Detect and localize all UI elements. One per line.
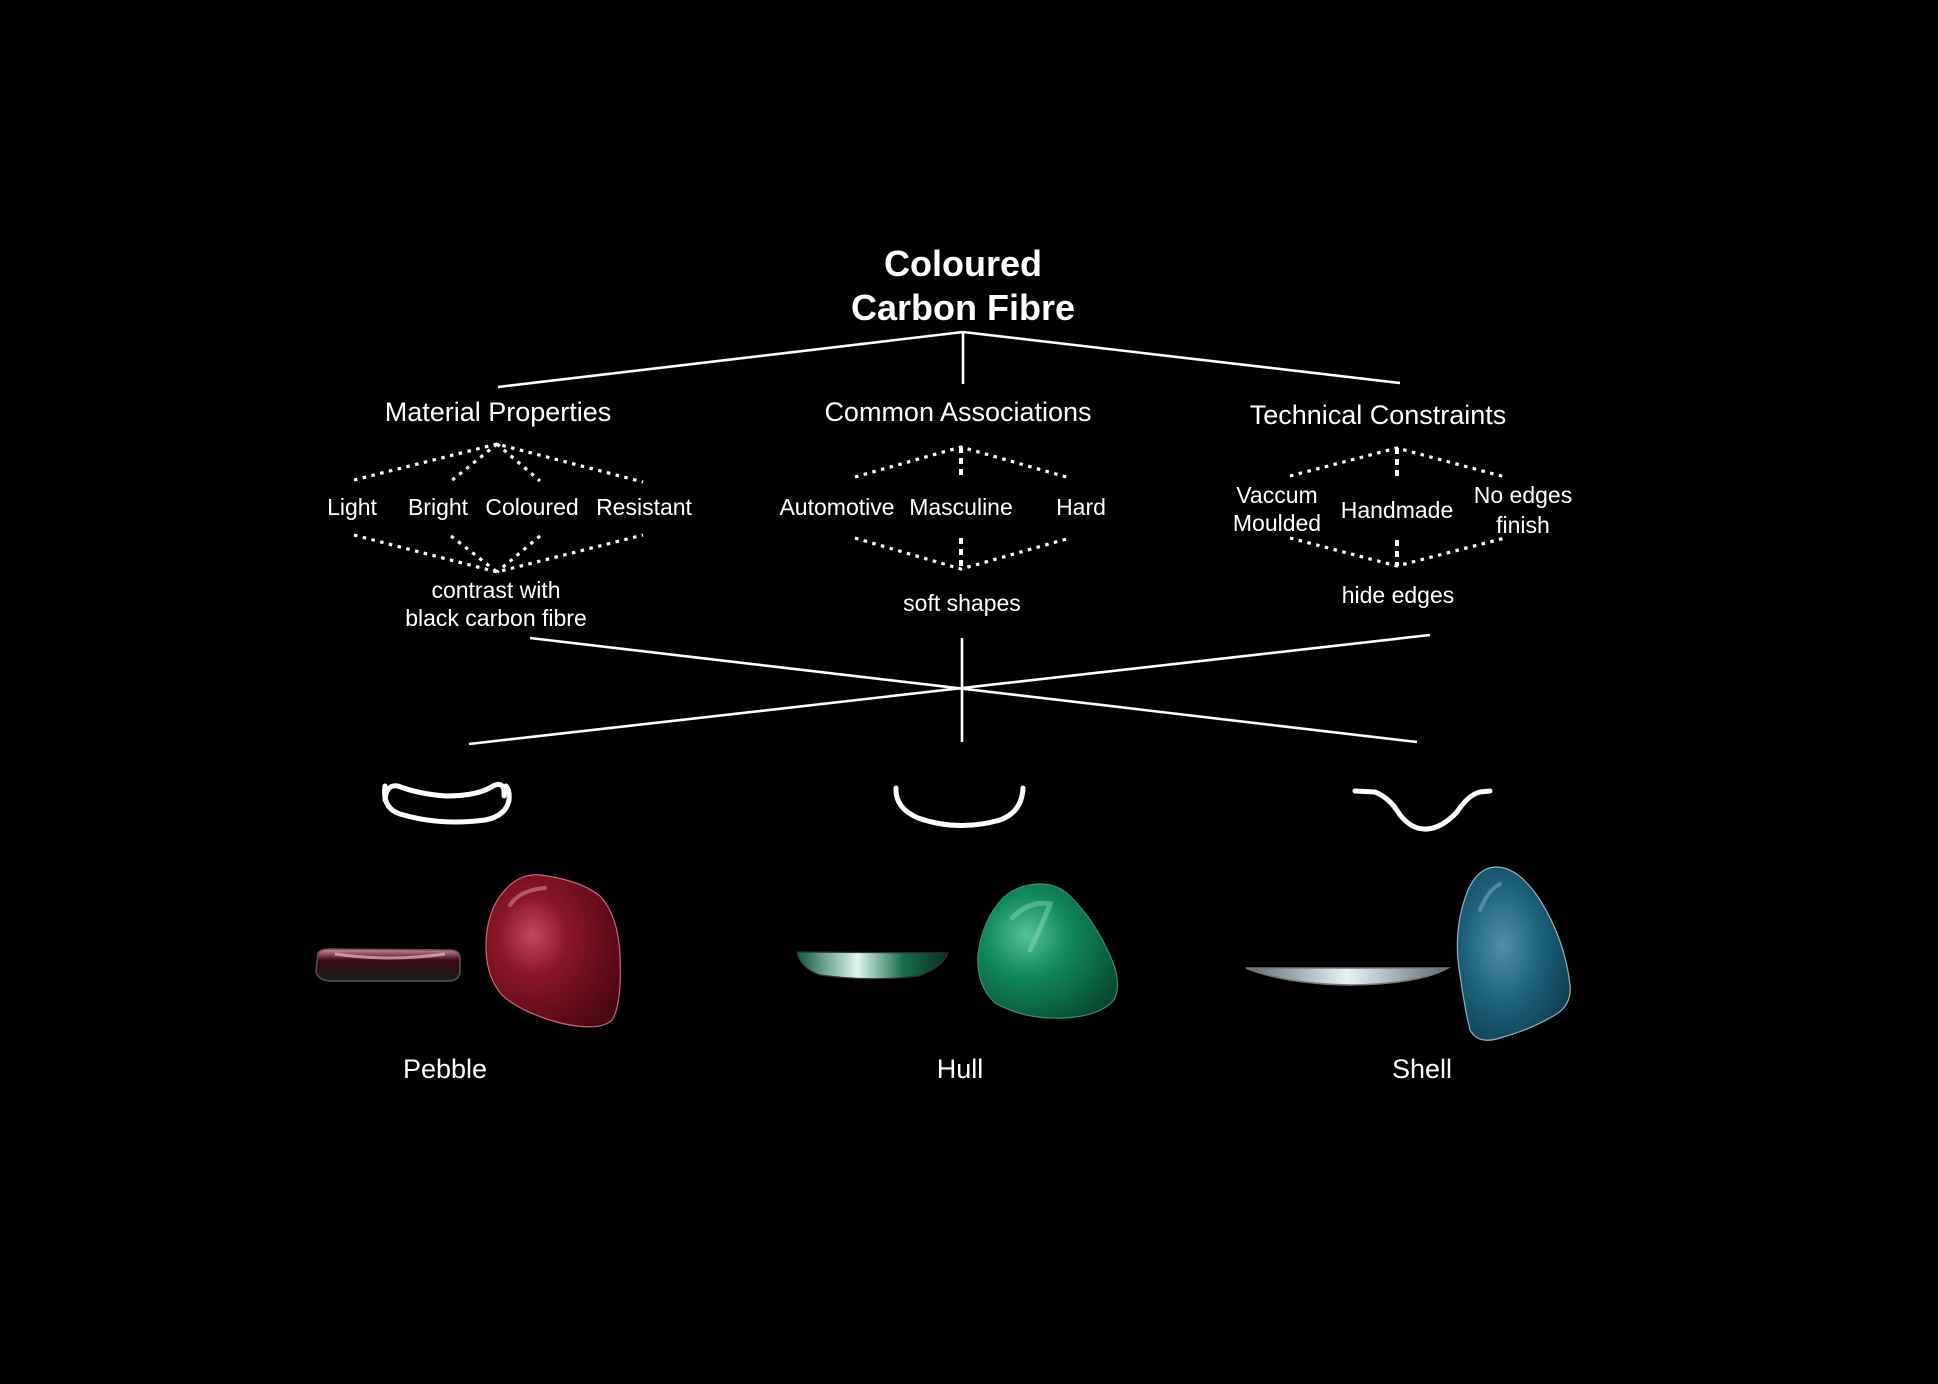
crossing-connectors (468, 633, 1431, 746)
outcome-hide-edges: hide edges (1342, 582, 1455, 608)
heading-material-properties: Material Properties (385, 397, 612, 427)
leaf-automotive: Automotive (779, 494, 894, 520)
product-pebble-top-view (485, 874, 621, 1028)
leaf-masculine: Masculine (909, 494, 1013, 520)
connector-cross-2 (468, 633, 1431, 746)
product-name-pebble: Pebble (403, 1054, 487, 1084)
leaf-light: Light (327, 494, 377, 520)
leaf-coloured: Coloured (485, 494, 578, 520)
title-connectors (497, 330, 1401, 389)
product-name-shell: Shell (1392, 1054, 1452, 1084)
dotted-fan-bottom (854, 536, 1071, 571)
leaf-bright: Bright (408, 494, 469, 520)
connector-material (497, 330, 964, 389)
product-pebble-side-view (315, 948, 461, 982)
leaf-resistant: Resistant (596, 494, 692, 520)
branch-technical-constraints: Technical Constraints Vaccum Moulded Han… (1233, 400, 1572, 608)
leaf-vaccum-line2: Moulded (1233, 510, 1321, 536)
leaf-no-edges-line2: finish (1496, 512, 1550, 538)
dotted-fan-bottom (353, 533, 644, 574)
connector-cross-1 (529, 636, 1418, 744)
product-shell-top-view (1456, 866, 1571, 1041)
product-hull-top-view (977, 883, 1119, 1019)
heading-technical-constraints: Technical Constraints (1250, 400, 1507, 430)
branch-common-associations: Common Associations Automotive Masculine… (779, 397, 1105, 616)
leaf-hard: Hard (1056, 494, 1106, 520)
dotted-link (450, 534, 498, 574)
product-name-hull: Hull (937, 1054, 984, 1084)
profile-shell (1352, 788, 1493, 832)
product-hull-side-view (796, 951, 949, 980)
profile-pebble (382, 781, 512, 825)
dotted-link (449, 442, 499, 483)
diagram-title-line2: Carbon Fibre (851, 287, 1075, 328)
leaf-no-edges-line1: No edges (1474, 482, 1572, 508)
profile-hull (893, 785, 1026, 828)
dotted-link (495, 442, 542, 483)
dotted-link (495, 534, 542, 574)
heading-common-associations: Common Associations (824, 397, 1091, 427)
product-shell-side-view (1245, 967, 1451, 986)
outcome-line1: contrast with (431, 577, 560, 603)
connector-technical (962, 330, 1401, 385)
branch-material-properties: Material Properties Light Bright Coloure… (327, 397, 692, 631)
leaf-handmade: Handmade (1341, 497, 1454, 523)
dotted-fan-top (353, 442, 644, 484)
diagram-title-line1: Coloured (884, 243, 1042, 284)
outcome-soft-shapes: soft shapes (903, 590, 1021, 616)
leaf-vaccum-line1: Vaccum (1236, 482, 1317, 508)
outcome-line2: black carbon fibre (405, 605, 587, 631)
